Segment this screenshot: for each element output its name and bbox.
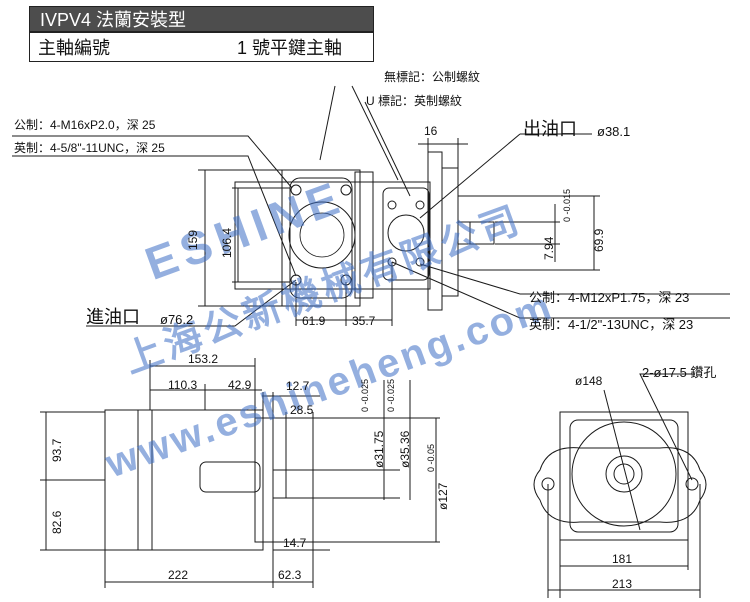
dim-153-2: 153.2 [188, 352, 219, 366]
metric-right-note: 公制：4-M12xP1.75，深 23 [529, 290, 690, 305]
dim-69-9: 69.9 [592, 228, 606, 252]
dim-31-75: ø31.75 [372, 430, 386, 468]
dim-110-3: 110.3 [168, 378, 198, 392]
dim-35-7: 35.7 [352, 314, 376, 328]
side-view [40, 358, 440, 588]
top-view [12, 85, 730, 327]
dim-62-3: 62.3 [278, 568, 302, 582]
dim-28-5: 28.5 [290, 403, 314, 417]
front-view [533, 373, 707, 598]
dim-61-9: 61.9 [302, 314, 326, 328]
imperial-top-note: 英制：4-5/8"-11UNC，深 25 [14, 141, 165, 155]
dim-222: 222 [168, 568, 189, 582]
u-mark-note: U 標記：英制螺紋 [366, 94, 463, 108]
dim-35-36: ø35.36 [398, 430, 412, 468]
dim-93-7: 93.7 [50, 438, 64, 462]
imperial-right-note: 英制：4-1/2"-13UNC，深 23 [529, 317, 694, 332]
dim-127: ø127 [436, 482, 450, 510]
dim-159: 159 [186, 229, 200, 250]
dim-148: ø148 [575, 374, 603, 388]
dim-17-5-holes: 2-ø17.5 鑽孔 [642, 365, 717, 380]
inlet-size: ø76.2 [160, 312, 194, 327]
model-title: IVPV4 法蘭安裝型 [29, 6, 374, 32]
dim-16: 16 [424, 124, 438, 138]
no-mark-note: 無標記：公制螺紋 [384, 70, 481, 84]
outlet-label: 出油口 [523, 119, 577, 139]
dim-42-9: 42.9 [228, 378, 252, 392]
dim-7-94: 7.94 [542, 236, 556, 260]
dim-213: 213 [612, 577, 633, 591]
shaft-label: 主軸編號 [38, 38, 110, 58]
outlet-size: ø38.1 [597, 124, 631, 139]
tol-31-75: 0 -0.025 [360, 378, 370, 412]
shaft-value: 1 號平鍵主軸 [237, 38, 343, 58]
tol-127: 0 -0.05 [426, 443, 436, 472]
dim-14-7: 14.7 [283, 536, 307, 550]
dim-106-4: 106.4 [220, 227, 234, 258]
shaft-row: 主軸編號 1 號平鍵主軸 [29, 32, 374, 62]
dim-0-015: 0 -0.015 [562, 188, 572, 222]
dim-12-7: 12.7 [286, 379, 310, 393]
tol-35-36: 0 -0.025 [386, 378, 396, 412]
dim-181: 181 [612, 552, 633, 566]
metric-top-note: 公制：4-M16xP2.0，深 25 [14, 118, 156, 132]
dim-82-6: 82.6 [50, 510, 64, 534]
inlet-label: 進油口 [86, 307, 140, 327]
